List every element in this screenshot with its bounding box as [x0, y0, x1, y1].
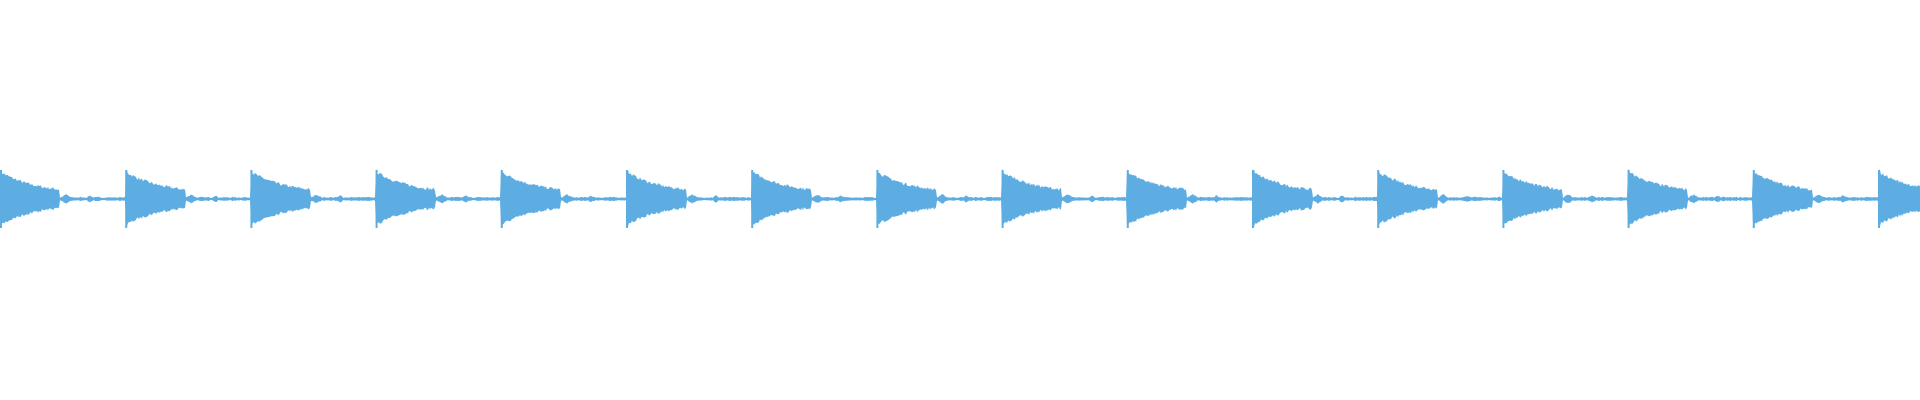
transient-peak: [375, 170, 378, 228]
transient-peak: [1252, 170, 1254, 228]
transient-peak: [751, 170, 754, 228]
transient-peak: [1878, 170, 1880, 228]
transient-peak: [0, 170, 2, 228]
transient-peak: [1126, 170, 1129, 228]
transient-peak: [1502, 170, 1505, 228]
transient-peak: [1627, 170, 1630, 228]
transient-peak: [876, 170, 879, 228]
waveform-shape: [0, 169, 1920, 228]
transient-peak: [250, 170, 253, 228]
transient-peak: [1001, 170, 1004, 228]
transient-peak: [125, 170, 128, 228]
transient-peak: [1752, 170, 1755, 228]
transient-peak: [500, 170, 503, 228]
transient-peak: [626, 170, 628, 228]
transient-peak: [1377, 170, 1380, 228]
